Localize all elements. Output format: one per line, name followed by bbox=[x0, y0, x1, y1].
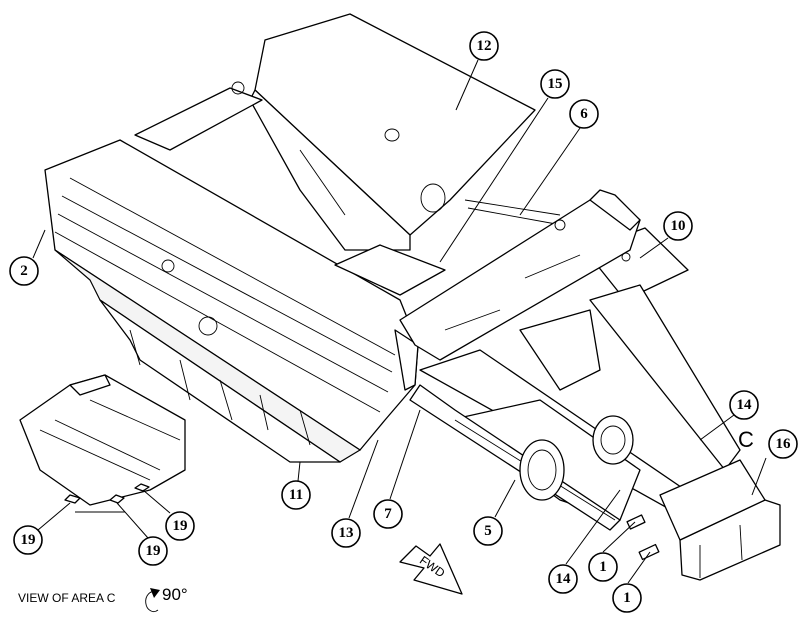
svg-text:5: 5 bbox=[484, 523, 492, 539]
part-rear-bulkhead bbox=[249, 13, 536, 251]
area-c-detail-view bbox=[19, 374, 186, 513]
svg-text:13: 13 bbox=[339, 525, 354, 541]
callout-13: 13 bbox=[331, 518, 361, 548]
part-main-beam bbox=[399, 189, 641, 361]
callout-16: 16 bbox=[768, 429, 798, 459]
callout-5: 5 bbox=[473, 516, 503, 546]
part-front-bumper bbox=[659, 459, 781, 581]
callout-10: 10 bbox=[663, 211, 693, 241]
leader-lines bbox=[32, 59, 767, 584]
part-top-rail bbox=[134, 81, 263, 151]
callout-14-upper: 14 bbox=[729, 390, 759, 420]
part-front-blocks bbox=[626, 514, 660, 561]
callout-6: 6 bbox=[569, 99, 599, 129]
callout-19-left: 19 bbox=[13, 525, 43, 555]
svg-text:14: 14 bbox=[737, 397, 753, 413]
svg-text:12: 12 bbox=[477, 38, 492, 54]
svg-text:7: 7 bbox=[384, 506, 392, 522]
svg-text:15: 15 bbox=[548, 76, 563, 92]
svg-text:2: 2 bbox=[20, 263, 28, 279]
svg-text:19: 19 bbox=[21, 532, 36, 548]
svg-text:1: 1 bbox=[599, 559, 607, 575]
svg-text:11: 11 bbox=[289, 487, 303, 503]
svg-text:6: 6 bbox=[580, 106, 588, 122]
area-c-label: C bbox=[738, 427, 754, 452]
callout-12: 12 bbox=[469, 31, 499, 61]
callout-19-bottom: 19 bbox=[138, 536, 168, 566]
callout-1-upper: 1 bbox=[588, 552, 618, 582]
callout-7: 7 bbox=[373, 499, 403, 529]
callout-19-right: 19 bbox=[165, 511, 195, 541]
view-caption: VIEW OF AREA C bbox=[18, 591, 116, 605]
rotation-label: 90° bbox=[162, 585, 188, 604]
svg-text:14: 14 bbox=[556, 571, 572, 587]
callout-15: 15 bbox=[540, 69, 570, 99]
svg-text:19: 19 bbox=[146, 543, 161, 559]
rotate-arrow-icon bbox=[145, 588, 160, 612]
part-cross-members bbox=[334, 199, 561, 296]
svg-text:19: 19 bbox=[173, 518, 188, 534]
callout-1-lower: 1 bbox=[612, 583, 642, 613]
part-side-panel bbox=[44, 139, 419, 463]
svg-text:16: 16 bbox=[776, 436, 792, 452]
callout-14-lower: 14 bbox=[548, 564, 578, 594]
part-frame-rails bbox=[409, 284, 741, 531]
callout-11: 11 bbox=[281, 480, 311, 510]
fwd-arrow-icon: FWD bbox=[399, 543, 463, 595]
callout-2: 2 bbox=[9, 256, 39, 286]
svg-text:10: 10 bbox=[671, 218, 686, 234]
svg-text:1: 1 bbox=[623, 590, 631, 606]
